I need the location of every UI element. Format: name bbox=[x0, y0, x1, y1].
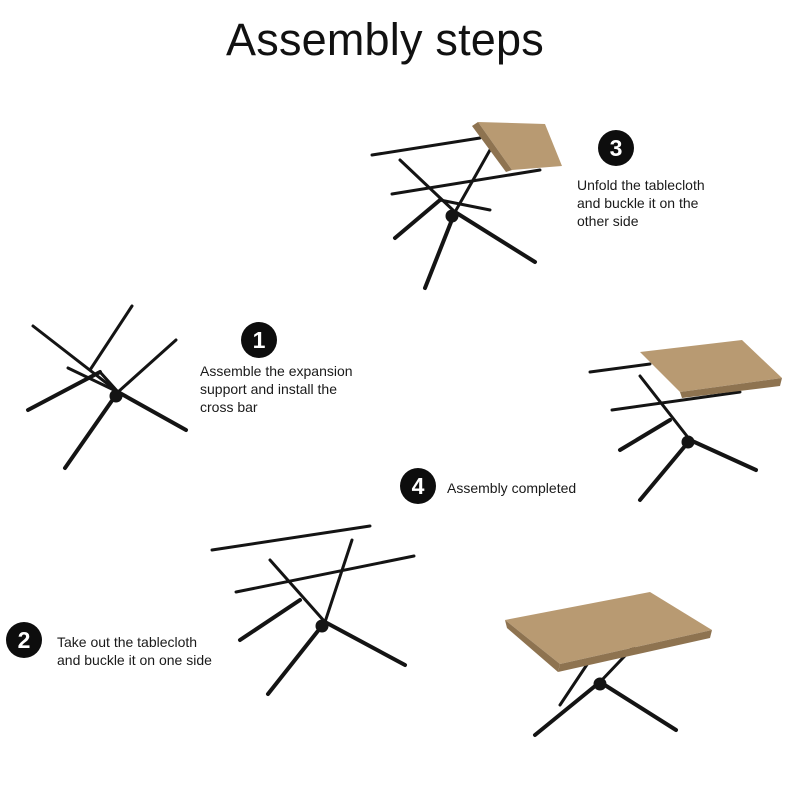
step-badge: 1 bbox=[241, 322, 277, 358]
step-3-frame-image bbox=[370, 122, 562, 290]
step-4-frame-image-b bbox=[505, 592, 712, 737]
step-caption: Assemble the expansion support and insta… bbox=[200, 363, 353, 415]
step-caption: Take out the tablecloth and buckle it on… bbox=[57, 634, 212, 668]
step-badge: 2 bbox=[6, 622, 42, 658]
step-1-frame-image bbox=[26, 304, 188, 470]
step-caption: Assembly completed bbox=[447, 480, 577, 496]
step-2-frame-image bbox=[210, 524, 416, 696]
step-caption: Unfold the tablecloth and buckle it on t… bbox=[577, 177, 705, 229]
step-badge: 4 bbox=[400, 468, 436, 504]
step-4-frame-image-a bbox=[588, 340, 782, 502]
page-title: Assembly steps bbox=[226, 14, 544, 65]
step-badge: 3 bbox=[598, 130, 634, 166]
